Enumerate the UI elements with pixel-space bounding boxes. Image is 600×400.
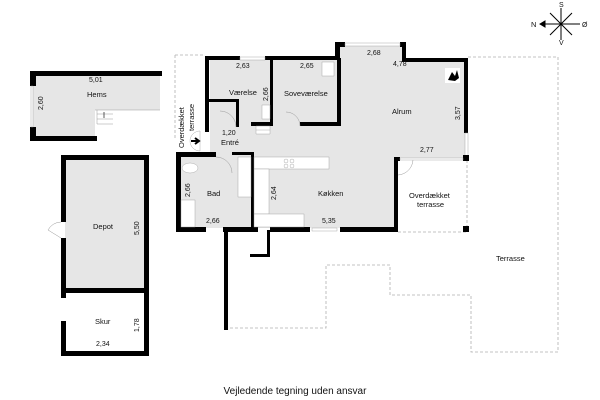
skur-depth: 1,78 xyxy=(134,318,141,332)
bad-depth: 2,66 xyxy=(185,183,192,197)
sovevaerelse-label: Soveværelse xyxy=(284,89,328,98)
vaerelse-width: 2,63 xyxy=(236,63,250,70)
alrum-width-top: 2,68 xyxy=(367,50,381,57)
alrum-width: 4,78 xyxy=(393,61,407,68)
vaerelse-depth: 2,66 xyxy=(263,87,270,101)
depot-depth: 5,50 xyxy=(134,221,141,235)
main-house xyxy=(176,42,469,330)
kokken-width: 5,35 xyxy=(322,218,336,225)
kokken-depth: 2,64 xyxy=(271,186,278,200)
entre-width: 1,20 xyxy=(222,130,236,137)
hems-depth: 2,60 xyxy=(38,96,45,110)
terrace-outlines xyxy=(174,54,559,353)
skur-label: Skur xyxy=(95,317,111,326)
disclaimer-caption: Vejledende tegning uden ansvar xyxy=(0,386,600,397)
sovevaerelse-width: 2,65 xyxy=(300,63,314,70)
hems-label: Hems xyxy=(87,90,107,99)
compass-north-label: N xyxy=(531,20,536,29)
terrasse-label: Terrasse xyxy=(496,254,525,263)
depot-label: Depot xyxy=(93,222,114,231)
bad-label: Bad xyxy=(207,189,220,198)
overdaekket-right-line1: Overdækket xyxy=(409,191,451,200)
overdaekket-left-line1: Overdækket xyxy=(177,106,186,148)
vaerelse-label: Værelse xyxy=(229,88,257,97)
room-depot-skur xyxy=(47,155,149,356)
compass-top-label: S xyxy=(559,2,564,9)
alrum-label: Alrum xyxy=(392,107,412,116)
hems-width: 5,01 xyxy=(89,77,103,84)
alrum-width-bottom: 2,77 xyxy=(420,147,434,154)
skur-width: 2,34 xyxy=(96,341,110,348)
compass-icon xyxy=(539,8,580,40)
compass-right-label: Ø xyxy=(582,22,588,29)
compass-bottom-label: V xyxy=(559,40,564,47)
room-hems xyxy=(30,71,162,141)
disclaimer-text: Vejledende tegning uden ansvar xyxy=(223,386,367,397)
kokken-label: Køkken xyxy=(318,189,343,198)
entre-label: Entré xyxy=(221,138,239,147)
overdaekket-right-line2: terrasse xyxy=(417,200,444,209)
overdaekket-left-line2: terrasse xyxy=(187,104,196,131)
alrum-depth: 3,57 xyxy=(455,106,462,120)
bad-width: 2,66 xyxy=(206,218,220,225)
